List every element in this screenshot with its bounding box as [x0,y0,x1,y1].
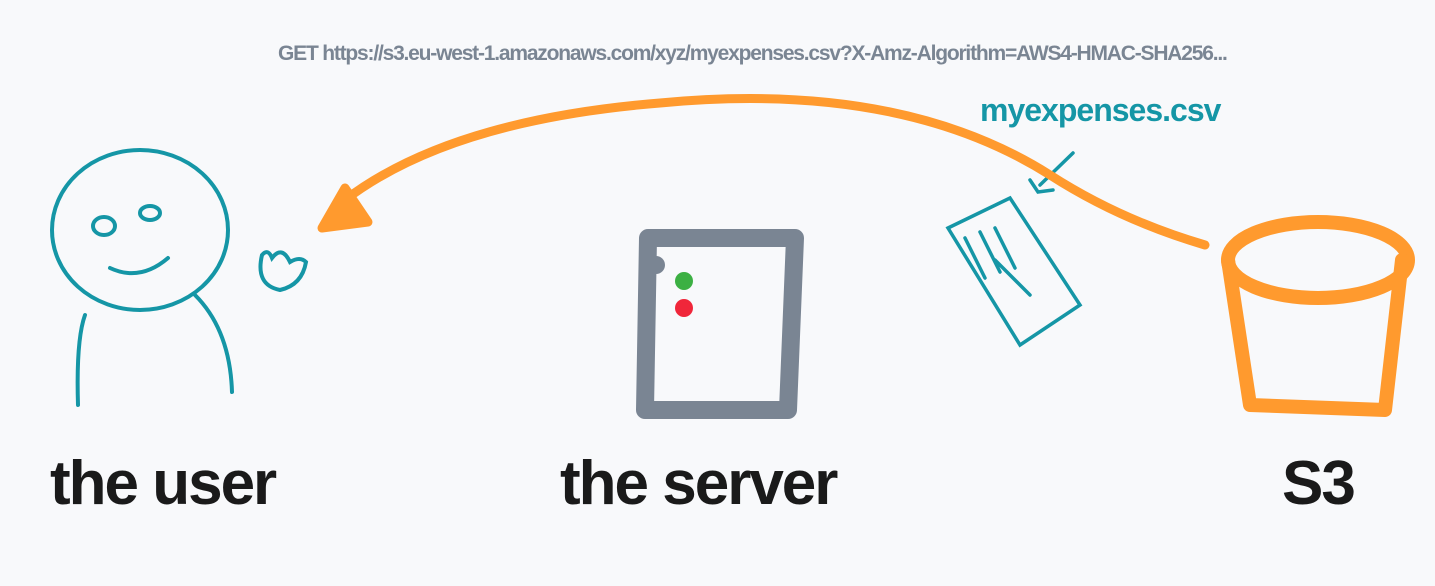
actor-label-user: the user [50,449,277,518]
file-document-icon [945,151,1083,348]
pointer-arrow-icon [1028,151,1075,194]
bucket-icon [1221,215,1415,417]
user-stick-figure-icon [50,148,309,407]
actor-label-s3: S3 [1282,449,1356,518]
status-led-green [675,272,693,290]
server-icon [636,229,804,419]
status-led-red [675,299,693,317]
request-url-text: GET https://s3.eu-west-1.amazonaws.com/x… [278,42,1228,65]
actor-label-server: the server [560,449,838,518]
file-name-label: myexpenses.csv [980,92,1221,128]
download-arrow [317,94,1210,250]
